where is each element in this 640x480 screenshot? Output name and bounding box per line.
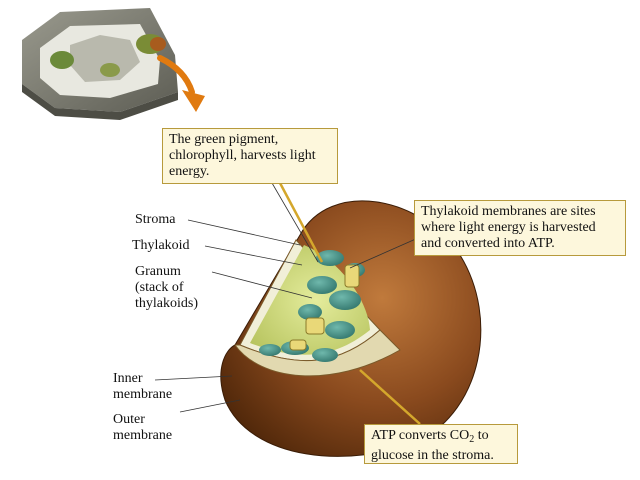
callout-chlorophyll-line3: energy. bbox=[169, 164, 210, 179]
label-outer-line2: membrane bbox=[113, 428, 173, 443]
label-stroma: Stroma bbox=[135, 212, 176, 227]
label-inner-membrane: Inner membrane bbox=[113, 371, 172, 403]
callout-atp-suffix: to bbox=[474, 428, 489, 443]
callout-atp-line2: glucose in the stroma. bbox=[371, 448, 494, 463]
callout-thylakoid-membranes: Thylakoid membranes are sites where ligh… bbox=[414, 200, 626, 256]
label-granum: Granum (stack of thylakoids) bbox=[135, 264, 198, 312]
label-inner-line2: membrane bbox=[113, 387, 173, 402]
callout-atp-prefix: ATP converts CO bbox=[371, 428, 470, 443]
callout-atp-subscript: 2 bbox=[469, 434, 475, 445]
label-granum-line3: thylakoids) bbox=[135, 296, 198, 311]
callout-chlorophyll: The green pigment, chlorophyll, harvests… bbox=[162, 128, 338, 184]
chloroplast bbox=[220, 200, 482, 457]
leader-lines bbox=[154, 182, 421, 425]
label-inner-line1: Inner bbox=[113, 371, 143, 386]
grana bbox=[259, 250, 365, 362]
label-outer-line1: Outer bbox=[113, 412, 145, 427]
label-granum-line1: Granum bbox=[135, 264, 181, 279]
callout-thylakoid-line1: Thylakoid membranes are sites bbox=[421, 204, 596, 219]
plant-cell-thumbnail bbox=[22, 8, 178, 120]
callout-chlorophyll-line2: chlorophyll, harvests light bbox=[169, 148, 316, 163]
callout-atp-line1: ATP converts CO2 to bbox=[371, 428, 511, 448]
zoom-arrow bbox=[157, 55, 205, 112]
callout-thylakoid-line2: where light energy is harvested bbox=[421, 220, 596, 235]
callout-thylakoid-line3: and converted into ATP. bbox=[421, 236, 555, 251]
callout-chlorophyll-line1: The green pigment, bbox=[169, 132, 279, 147]
label-outer-membrane: Outer membrane bbox=[113, 412, 172, 444]
callout-atp: ATP converts CO2 to glucose in the strom… bbox=[364, 424, 518, 464]
label-thylakoid: Thylakoid bbox=[132, 238, 190, 253]
label-granum-line2: (stack of bbox=[135, 280, 184, 295]
